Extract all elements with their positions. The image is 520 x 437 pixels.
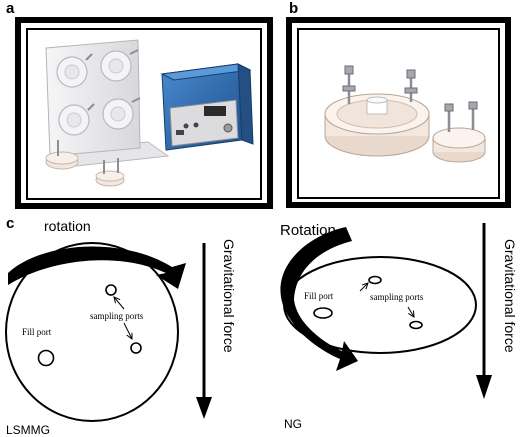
lsmmg-fill-port: [37, 349, 55, 367]
photo-a: [26, 28, 262, 200]
ng-sampling-pointer: [359, 283, 368, 292]
ng-sampling-port: [409, 320, 423, 330]
ng-fill-port: [313, 307, 333, 319]
panel-label-a: a: [6, 0, 15, 17]
vessels-illustration: [324, 65, 486, 163]
lsmmg-sampling-port: [130, 342, 142, 354]
lsmmg-caption: LSMMG: [6, 423, 50, 437]
ng-rotation-arrow: [280, 227, 358, 371]
lsmmg-fill-port-label: Fill port: [22, 327, 52, 337]
ng-rotation-label: Rotation: [280, 222, 336, 239]
ng-fill-port-label: Fill port: [304, 291, 334, 301]
schematic-diagram: rotation Fill port sampling ports Gravit…: [5, 218, 518, 437]
ng-gravity-arrow: [476, 375, 492, 399]
lsmmg-sampling-ports-label: sampling ports: [90, 311, 144, 321]
ng-sampling-ports-label: sampling ports: [370, 292, 424, 302]
lsmmg-rotation-label: rotation: [44, 218, 91, 234]
photo-frame-b: [286, 17, 511, 208]
lsmmg-gravity-label: Gravitational force: [221, 239, 237, 353]
lsmmg-gravity-arrow: [196, 397, 212, 419]
photo-b: [297, 28, 500, 199]
lsmmg-rotation-arrow: [8, 246, 186, 289]
ng-caption: NG: [284, 417, 302, 431]
ng-sampling-port: [368, 275, 382, 285]
lsmmg-sampling-pointer: [123, 322, 132, 339]
lsmmg-sampling-pointer: [114, 297, 125, 310]
panel-label-c: c: [6, 215, 15, 232]
panel-label-b: b: [289, 0, 299, 17]
rwv-device-illustration: [45, 39, 254, 187]
lsmmg-vessel-circle: [5, 242, 179, 422]
ng-sampling-pointer: [407, 306, 414, 317]
photo-frame-a: [15, 17, 273, 209]
ng-gravity-label: Gravitational force: [502, 239, 518, 353]
lsmmg-sampling-port: [105, 284, 117, 296]
